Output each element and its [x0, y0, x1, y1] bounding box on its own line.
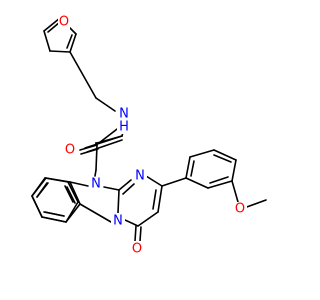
imidazole-nitrogen-label: N: [91, 177, 101, 192]
bond-network: [31, 144, 267, 242]
molecule-canvas: O N H O N N N O O: [31, 14, 267, 257]
amide-hydrogen-label: H: [119, 120, 129, 135]
amide-oxygen-label: O: [65, 143, 75, 158]
pyrimidine-nitrogen-label: N: [135, 169, 145, 184]
furan-oxygen-label: O: [59, 15, 69, 30]
ketone-oxygen-label: O: [132, 242, 142, 257]
methoxy-oxygen-label: O: [235, 202, 245, 217]
atom-labels: O N H O N N N O O: [58, 15, 247, 257]
structure-drawing: O N H O N N N O O: [31, 15, 267, 257]
bridgehead-nitrogen-label: N: [113, 214, 123, 229]
amide-bonds: [79, 125, 122, 155]
amide-nitrogen-label: N: [119, 107, 129, 122]
methylene-linker: [69, 51, 116, 112]
